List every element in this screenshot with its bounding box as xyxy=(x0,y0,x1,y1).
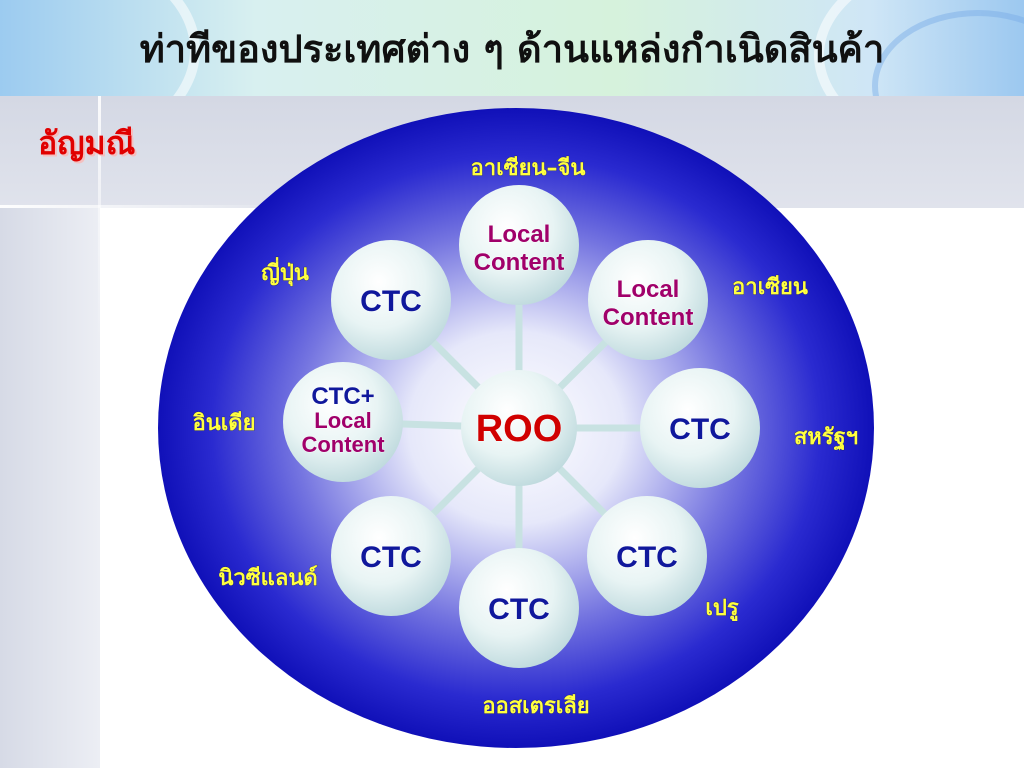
label-asean-china: อาเซียน–จีน xyxy=(471,156,586,181)
nodes: LocalContentLocalContentCTCCTCCTCCTCCTC+… xyxy=(283,185,760,668)
title-bar: ท่าทีของประเทศต่าง ๆ ด้านแหล่งกำเนิดสินค… xyxy=(0,0,1024,96)
label-australia: ออสเตรเลีย xyxy=(482,694,589,719)
label-usa: สหรัฐฯ xyxy=(794,425,858,451)
label-asean: อาเซียน xyxy=(732,275,808,300)
node-australia xyxy=(459,548,579,668)
page-subtitle: อัญมณี xyxy=(38,124,136,162)
decor-horizontal-line xyxy=(0,205,300,208)
page-title: ท่าทีของประเทศต่าง ๆ ด้านแหล่งกำเนิดสินค… xyxy=(139,27,885,71)
hub-label: ROO xyxy=(476,408,563,450)
node-peru xyxy=(587,496,707,616)
node-label-asean-1: Local xyxy=(617,276,680,303)
node-label-japan: CTC xyxy=(360,285,422,318)
country-labels: อาเซียน–จีน อาเซียน สหรัฐฯ เปรู ออสเตรเล… xyxy=(192,156,858,720)
node-usa xyxy=(640,368,760,488)
label-peru: เปรู xyxy=(705,596,738,622)
node-asean-china xyxy=(459,185,579,305)
node-label-australia: CTC xyxy=(488,593,550,626)
hub-node xyxy=(461,370,577,486)
node-new-zealand xyxy=(331,496,451,616)
decor-vertical-line xyxy=(98,96,101,346)
node-india xyxy=(283,362,403,482)
node-label-india-1: CTC+ xyxy=(311,383,374,410)
node-label-peru: CTC xyxy=(616,541,678,574)
title-swirl-right xyxy=(814,0,1024,96)
node-label-usa: CTC xyxy=(669,413,731,446)
node-label-new-zealand: CTC xyxy=(360,541,422,574)
node-label-india-3: Content xyxy=(301,432,385,457)
node-label-india-2: Local xyxy=(314,408,371,433)
title-swirl-left xyxy=(0,0,200,96)
node-label-asean-2: Content xyxy=(603,304,694,331)
node-japan xyxy=(331,240,451,360)
label-new-zealand: นิวซีแลนด์ xyxy=(218,565,317,591)
label-japan: ญี่ปุ่น xyxy=(261,256,309,287)
node-asean xyxy=(588,240,708,360)
node-label-asean-china-2: Content xyxy=(474,249,565,276)
label-india: อินเดีย xyxy=(193,411,256,436)
left-band xyxy=(0,208,100,768)
node-label-asean-china-1: Local xyxy=(488,221,551,248)
